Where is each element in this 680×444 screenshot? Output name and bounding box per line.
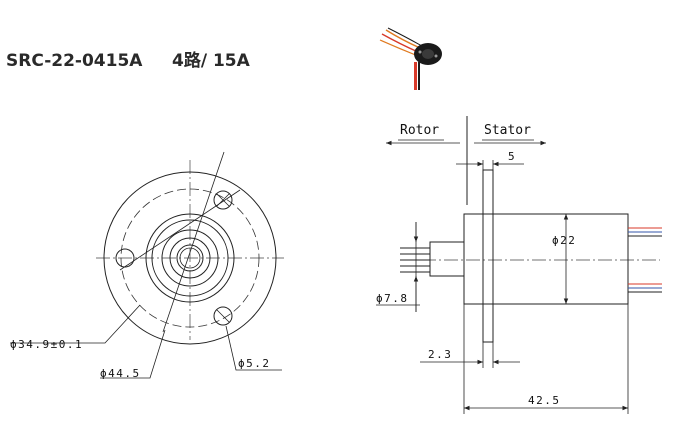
dim-body-diameter: ϕ22 — [552, 234, 576, 247]
front-dimensions: ϕ34.9±0.1 ϕ44.5 ϕ5.2 — [10, 304, 282, 380]
label-stator: Stator — [484, 123, 531, 138]
front-view — [96, 151, 284, 345]
model-number: SRC-22-0415A — [6, 51, 143, 71]
dim-flange-od: ϕ44.5 — [100, 367, 141, 380]
dim-flange-offset: 2.3 — [428, 348, 452, 361]
mounting-hole — [213, 306, 233, 326]
dim-rotor-diameter: ϕ7.8 — [376, 292, 409, 305]
mounting-hole — [213, 190, 233, 210]
stator-body — [463, 213, 629, 305]
label-rotor: Rotor — [400, 123, 439, 138]
flange — [482, 169, 494, 343]
dim-hole: ϕ5.2 — [238, 357, 271, 370]
product-photo — [379, 27, 442, 90]
side-view: Rotor Stator 5 ϕ22 ϕ7.8 2.3 42.5 — [376, 116, 662, 414]
dim-pcd: ϕ34.9±0.1 — [10, 338, 83, 351]
dim-total-length: 42.5 — [528, 394, 561, 407]
spec-label: 4路/ 15A — [172, 50, 251, 71]
dim-flange-thickness: 5 — [508, 150, 516, 163]
rotor-wires — [400, 247, 430, 273]
stator-wires — [628, 227, 662, 293]
